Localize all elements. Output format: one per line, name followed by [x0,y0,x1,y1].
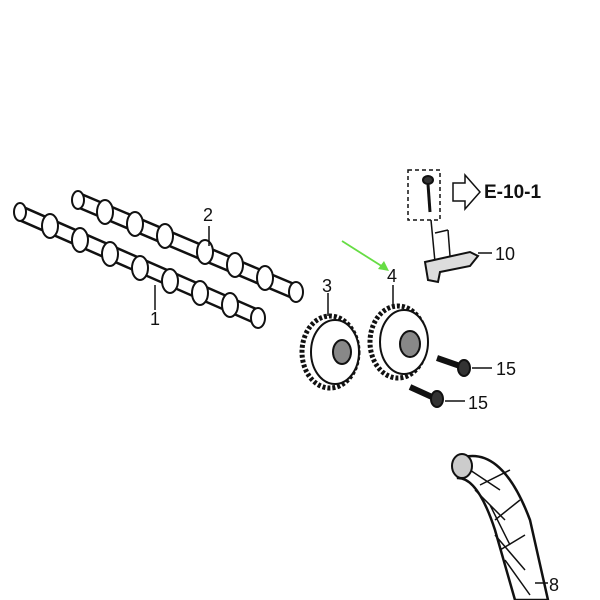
camshaft-2 [71,190,304,303]
callout-8: 8 [549,575,560,595]
highlight-arrow-icon [341,240,389,271]
bolt-15-b [408,384,465,408]
callout-10: 10 [495,244,516,264]
bracket-10 [407,169,492,284]
sprocket-3 [299,293,361,391]
callout-15-a: 15 [496,359,517,379]
sprocket-4 [367,285,429,381]
camshaft-1 [13,202,266,329]
callout-15-b: 15 [468,393,489,413]
reference-arrow-icon [452,173,482,211]
callout-1: 1 [150,309,161,329]
reference-label[interactable]: E-10-1 [484,182,542,203]
callout-2: 2 [203,205,214,225]
bolt-15-a [436,355,492,377]
chain-guide-8 [451,453,550,600]
callout-3: 3 [322,276,333,296]
callout-4: 4 [387,266,398,286]
